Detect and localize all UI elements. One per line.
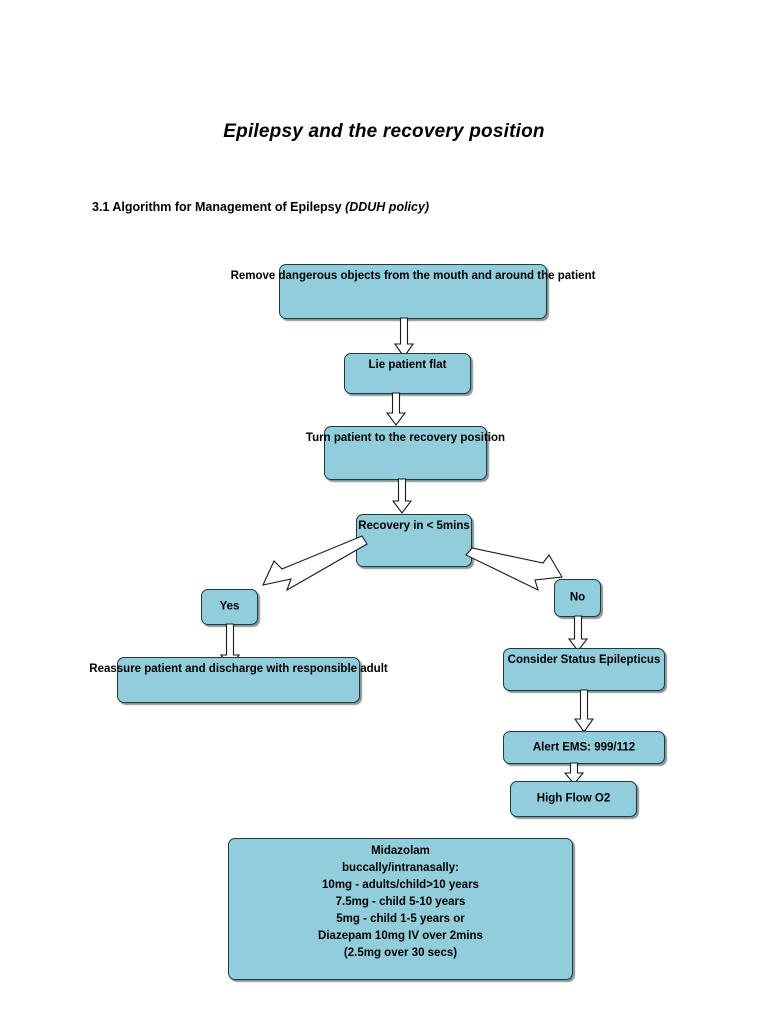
- node-medication[interactable]: Midazolam buccally/intranasally: 10mg - …: [228, 838, 573, 980]
- node-no[interactable]: No: [554, 579, 601, 617]
- node-medication-label: Midazolam buccally/intranasally: 10mg - …: [318, 845, 483, 959]
- arrow-recovery-position-to-recovery-time: [391, 478, 413, 514]
- arrow-status-epilepticus-to-alert-ems: [573, 689, 595, 733]
- node-remove-objects-label: Remove dangerous objects from the mouth …: [230, 270, 596, 282]
- node-no-label: No: [569, 591, 586, 604]
- node-alert-ems-label: Alert EMS: 999/112: [532, 741, 636, 753]
- node-alert-ems[interactable]: Alert EMS: 999/112: [503, 731, 665, 764]
- node-lie-flat[interactable]: Lie patient flat: [344, 353, 471, 394]
- node-recovery-time-label: Recovery in < 5mins: [358, 520, 470, 532]
- node-high-flow-o2[interactable]: High Flow O2: [510, 781, 637, 817]
- node-reassure-discharge-label: Reassure patient and discharge with resp…: [89, 663, 388, 675]
- arrow-recovery-time-to-no: [465, 547, 570, 598]
- arrow-lie-flat-to-recovery-position: [385, 392, 407, 426]
- page-title: Epilepsy and the recovery position: [223, 121, 545, 142]
- node-remove-objects[interactable]: Remove dangerous objects from the mouth …: [231, 264, 595, 319]
- arrow-remove-objects-to-lie-flat: [393, 317, 415, 358]
- node-recovery-position[interactable]: Turn patient to the recovery position: [306, 426, 505, 480]
- node-status-epilepticus[interactable]: Consider Status Epilepticus: [503, 648, 665, 691]
- arrow-alert-ems-to-high-flow-o2: [563, 762, 585, 785]
- node-status-epilepticus-label: Consider Status Epilepticus: [507, 654, 661, 666]
- arrow-recovery-time-to-yes: [258, 528, 368, 592]
- node-lie-flat-label: Lie patient flat: [368, 359, 447, 371]
- node-reassure-discharge[interactable]: Reassure patient and discharge with resp…: [89, 657, 388, 703]
- arrow-no-to-status-epilepticus: [567, 615, 589, 652]
- section-heading: 3.1 Algorithm for Management of Epilepsy…: [92, 200, 429, 214]
- node-recovery-position-label: Turn patient to the recovery position: [305, 432, 506, 444]
- section-policy-note: (DDUH policy): [345, 200, 430, 214]
- node-yes[interactable]: Yes: [201, 589, 258, 625]
- node-high-flow-o2-label: High Flow O2: [536, 792, 611, 805]
- node-recovery-time[interactable]: Recovery in < 5mins: [356, 514, 472, 567]
- node-yes-label: Yes: [219, 600, 240, 613]
- section-heading-text: 3.1 Algorithm for Management of Epilepsy: [92, 200, 342, 214]
